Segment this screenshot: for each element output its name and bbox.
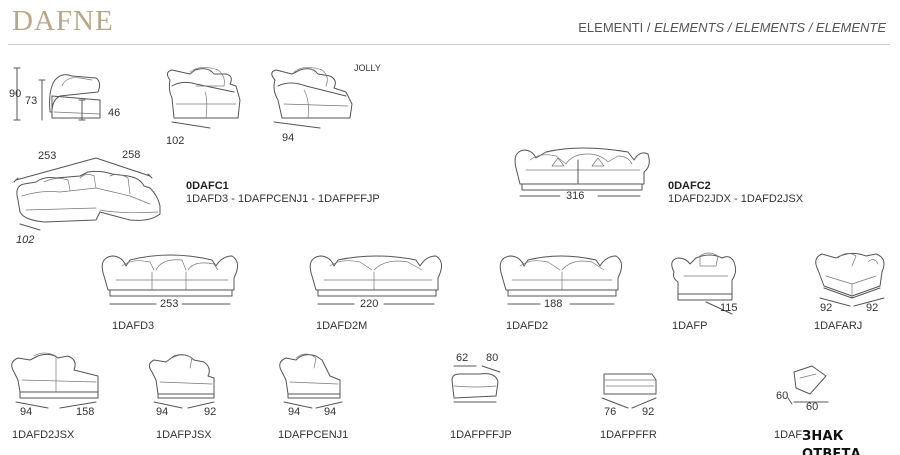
chaise-c1-drawing xyxy=(166,67,241,129)
elements-heading-it: ELEMENTI / xyxy=(578,20,655,35)
chair-jsx-drawing xyxy=(148,354,215,409)
dim-armchair: 115 xyxy=(720,302,738,314)
code-1dafpjsx: 1DAFPJSX xyxy=(156,429,212,441)
code-1dafpffr: 1DAFPFFR xyxy=(600,429,657,441)
pouf-ffr-drawing xyxy=(601,373,657,409)
sofa-2-drawing xyxy=(499,255,622,305)
code-1dafarj: 1DAFARJ xyxy=(814,320,863,332)
armchair-drawing xyxy=(671,252,737,315)
code-1dafp: 1DAFP xyxy=(672,320,708,332)
code-1dafpcenj1: 1DAFPCENJ1 xyxy=(278,429,349,441)
watermark-overlay: ЗНАК ОТВЕТА xyxy=(802,428,900,455)
components-0dafc1: 1DAFD3 - 1DAFPCENJ1 - 1DAFPFFJP xyxy=(186,193,380,205)
dim-sofa-3: 253 xyxy=(160,298,179,310)
elements-heading-translations: ELEMENTS / ELEMENTS / ELEMENTE xyxy=(654,20,886,35)
cushion-drawing xyxy=(787,365,829,405)
code-1daf-cushion: 1DAF xyxy=(774,429,803,441)
dim-height-arm: 73 xyxy=(25,95,38,107)
dim-2jsx-w1: 94 xyxy=(20,406,33,418)
dim-height-total: 90 xyxy=(9,88,22,100)
sofa-316-drawing xyxy=(514,147,650,197)
dim-chaise-c1: 102 xyxy=(166,135,185,147)
dim-cushion-w2: 60 xyxy=(806,401,819,413)
dim-ffjp-w1: 62 xyxy=(456,352,469,364)
dim-arj-w2: 92 xyxy=(866,302,879,314)
dim-ffjp-w2: 80 xyxy=(486,352,499,364)
code-0dafc2: 0DAFC2 xyxy=(668,180,711,192)
dim-316: 316 xyxy=(566,190,585,202)
armchair-arj-drawing xyxy=(815,252,885,307)
jolly-drawing xyxy=(271,67,353,129)
dim-sofa-2: 188 xyxy=(544,298,563,310)
header-divider xyxy=(8,44,890,45)
code-1dafd2jsx: 1DAFD2JSX xyxy=(12,429,75,441)
chair-cenj1-drawing xyxy=(279,353,343,409)
sofa-2jsx-drawing xyxy=(11,352,99,409)
dim-corner-w1: 253 xyxy=(38,150,57,162)
dim-corner-depth: 102 xyxy=(16,234,35,246)
dim-corner-w2: 258 xyxy=(122,149,141,161)
dim-cenj1-w2: 94 xyxy=(324,406,337,418)
dim-height-seat: 46 xyxy=(108,107,121,119)
dim-arj-w1: 92 xyxy=(820,302,833,314)
dim-ffr-w1: 76 xyxy=(604,406,617,418)
dim-cenj1-w1: 94 xyxy=(288,406,301,418)
dim-sofa-2m: 220 xyxy=(360,298,379,310)
code-1dafpffjp: 1DAFPFFJP xyxy=(450,429,512,441)
pouf-ffjp-drawing xyxy=(451,365,501,403)
elements-heading: ELEMENTI / ELEMENTS / ELEMENTS / ELEMENT… xyxy=(578,20,886,35)
dim-jsx-w1: 94 xyxy=(156,406,169,418)
sofa-2m-drawing xyxy=(309,255,442,305)
dim-jsx-w2: 92 xyxy=(204,406,217,418)
corner-sofa-drawing xyxy=(13,157,161,231)
sofa-3-drawing xyxy=(101,254,238,305)
dim-ffr-w2: 92 xyxy=(642,406,655,418)
components-0dafc2: 1DAFD2JDX - 1DAFD2JSX xyxy=(668,193,804,205)
armchair-side-drawing xyxy=(13,67,101,121)
code-1dafd2: 1DAFD2 xyxy=(506,320,549,332)
dim-2jsx-w2: 158 xyxy=(76,406,95,418)
dim-cushion-w1: 60 xyxy=(776,390,789,402)
code-0dafc1: 0DAFC1 xyxy=(186,180,229,192)
code-1dafd3: 1DAFD3 xyxy=(112,320,155,332)
code-1dafd2m: 1DAFD2M xyxy=(316,320,368,332)
dim-jolly: 94 xyxy=(282,132,295,144)
jolly-label: JOLLY xyxy=(354,63,381,73)
brand-title: DAFNE xyxy=(12,5,114,37)
